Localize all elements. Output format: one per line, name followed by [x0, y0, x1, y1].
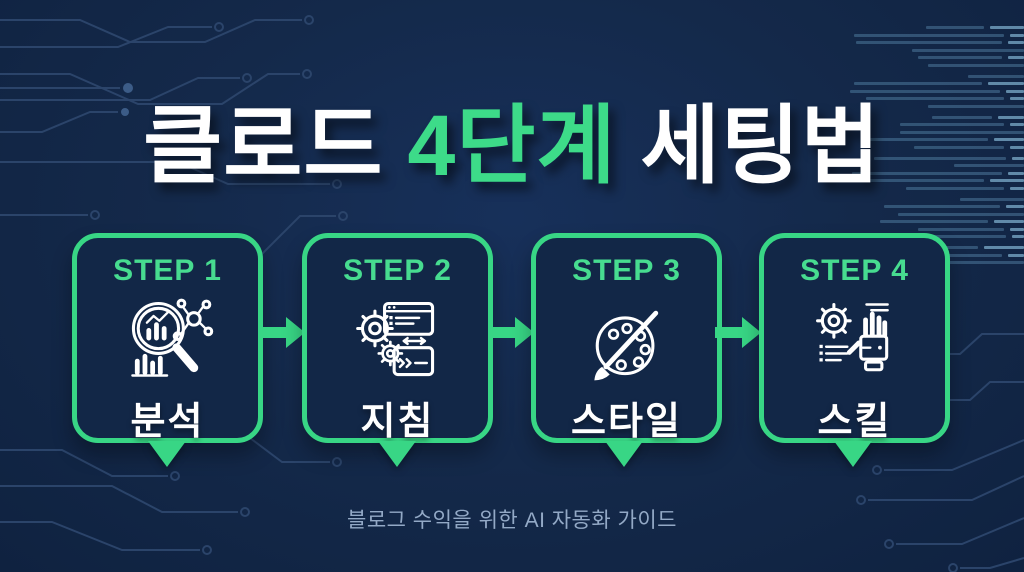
palette-brush-icon [579, 292, 675, 388]
step-1-name: 분석 [130, 401, 205, 443]
step-1-down-pointer [148, 441, 186, 467]
title-part-white-1: 클로드 [143, 98, 384, 194]
circuit-trace-bottom-left [0, 437, 342, 555]
step-4-label: STEP 4 [800, 254, 909, 287]
page-title: 클로드 4단계 세팅법 [0, 84, 1024, 208]
step-3-name: 스타일 [571, 401, 682, 443]
flow-arrow-1 [259, 317, 305, 348]
step-3-down-pointer [605, 441, 643, 467]
step-2-name: 지침 [360, 401, 435, 443]
gear-robot-hand-icon [807, 292, 903, 388]
step-card-2: STEP 2 지침 [302, 233, 493, 443]
step-1-label: STEP 1 [113, 254, 222, 287]
subtitle-caption: 블로그 수익을 위한 AI 자동화 가이드 [347, 509, 677, 532]
flow-arrow-3 [715, 317, 761, 348]
step-2-down-pointer [378, 441, 416, 467]
step-2-label: STEP 2 [343, 254, 452, 287]
step-4-down-pointer [834, 441, 872, 467]
title-part-white-2: 세팅법 [640, 98, 881, 194]
decorative-code-text [814, 26, 1024, 269]
step-3-label: STEP 3 [572, 254, 681, 287]
step-4-name: 스킬 [817, 401, 892, 443]
gears-code-windows-icon [350, 292, 446, 388]
step-card-1: STEP 1 분석 [72, 233, 263, 443]
title-part-green: 4단계 [407, 98, 617, 194]
step-card-4: STEP 4 스킬 [759, 233, 950, 443]
flow-arrow-2 [488, 317, 534, 348]
analysis-magnifier-chart-icon [120, 292, 216, 388]
step-card-3: STEP 3 스타일 [531, 233, 722, 443]
